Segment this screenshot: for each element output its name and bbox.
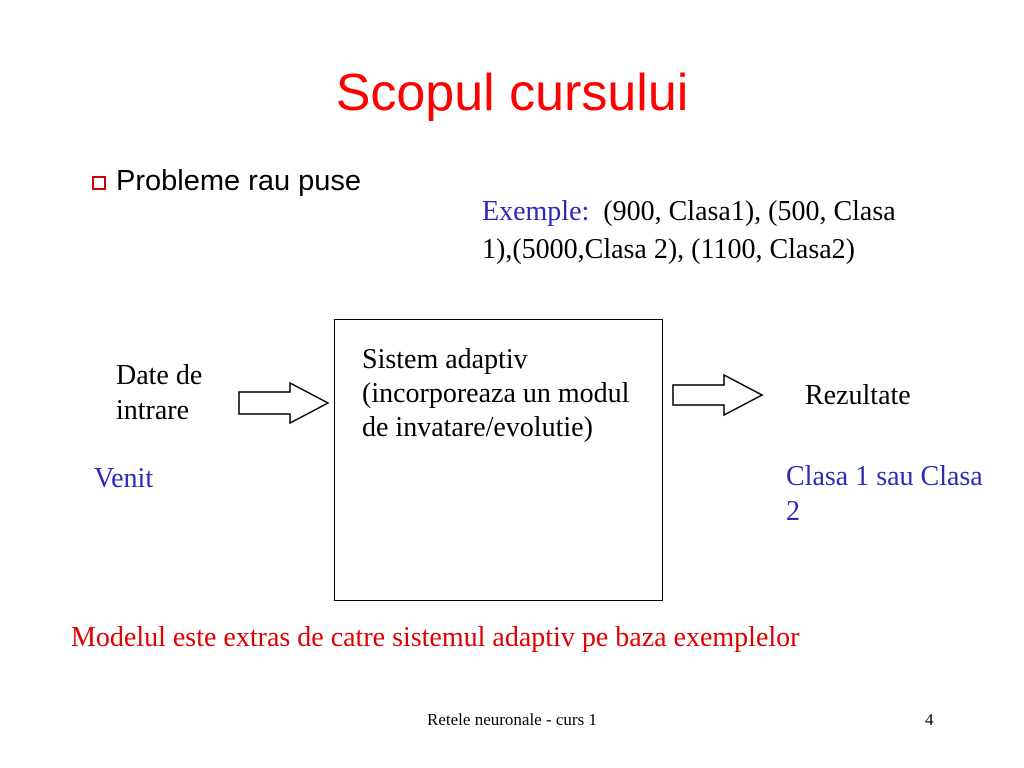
conclusion-text: Modelul este extras de catre sistemul ad… xyxy=(71,622,800,653)
output-example: Clasa 1 sau Clasa 2 xyxy=(786,461,983,527)
output-arrow-icon xyxy=(672,373,764,417)
examples-values: (900, Clasa1), (500, Clasa 1),(5000,Clas… xyxy=(482,196,896,265)
page-number: 4 xyxy=(925,710,934,729)
input-arrow-icon xyxy=(238,381,330,425)
slide-title: Scopul cursului xyxy=(335,64,689,122)
examples-text: Exemple: (900, Clasa1), (500, Clasa 1),(… xyxy=(482,193,922,269)
input-example: Venit xyxy=(94,463,154,494)
system-label: Sistem adaptiv (incorporeaza un modul de… xyxy=(362,344,630,443)
hollow-square-icon xyxy=(92,176,106,191)
bullet-item: Probleme rau puse xyxy=(92,164,361,199)
output-label: Rezultate xyxy=(805,380,911,411)
bullet-text: Probleme rau puse xyxy=(116,165,362,197)
footer-course: Retele neuronale - curs 1 xyxy=(427,710,597,729)
system-box xyxy=(334,319,663,601)
input-label: Date de intrare xyxy=(116,360,203,426)
examples-label: Exemple: xyxy=(482,196,590,227)
